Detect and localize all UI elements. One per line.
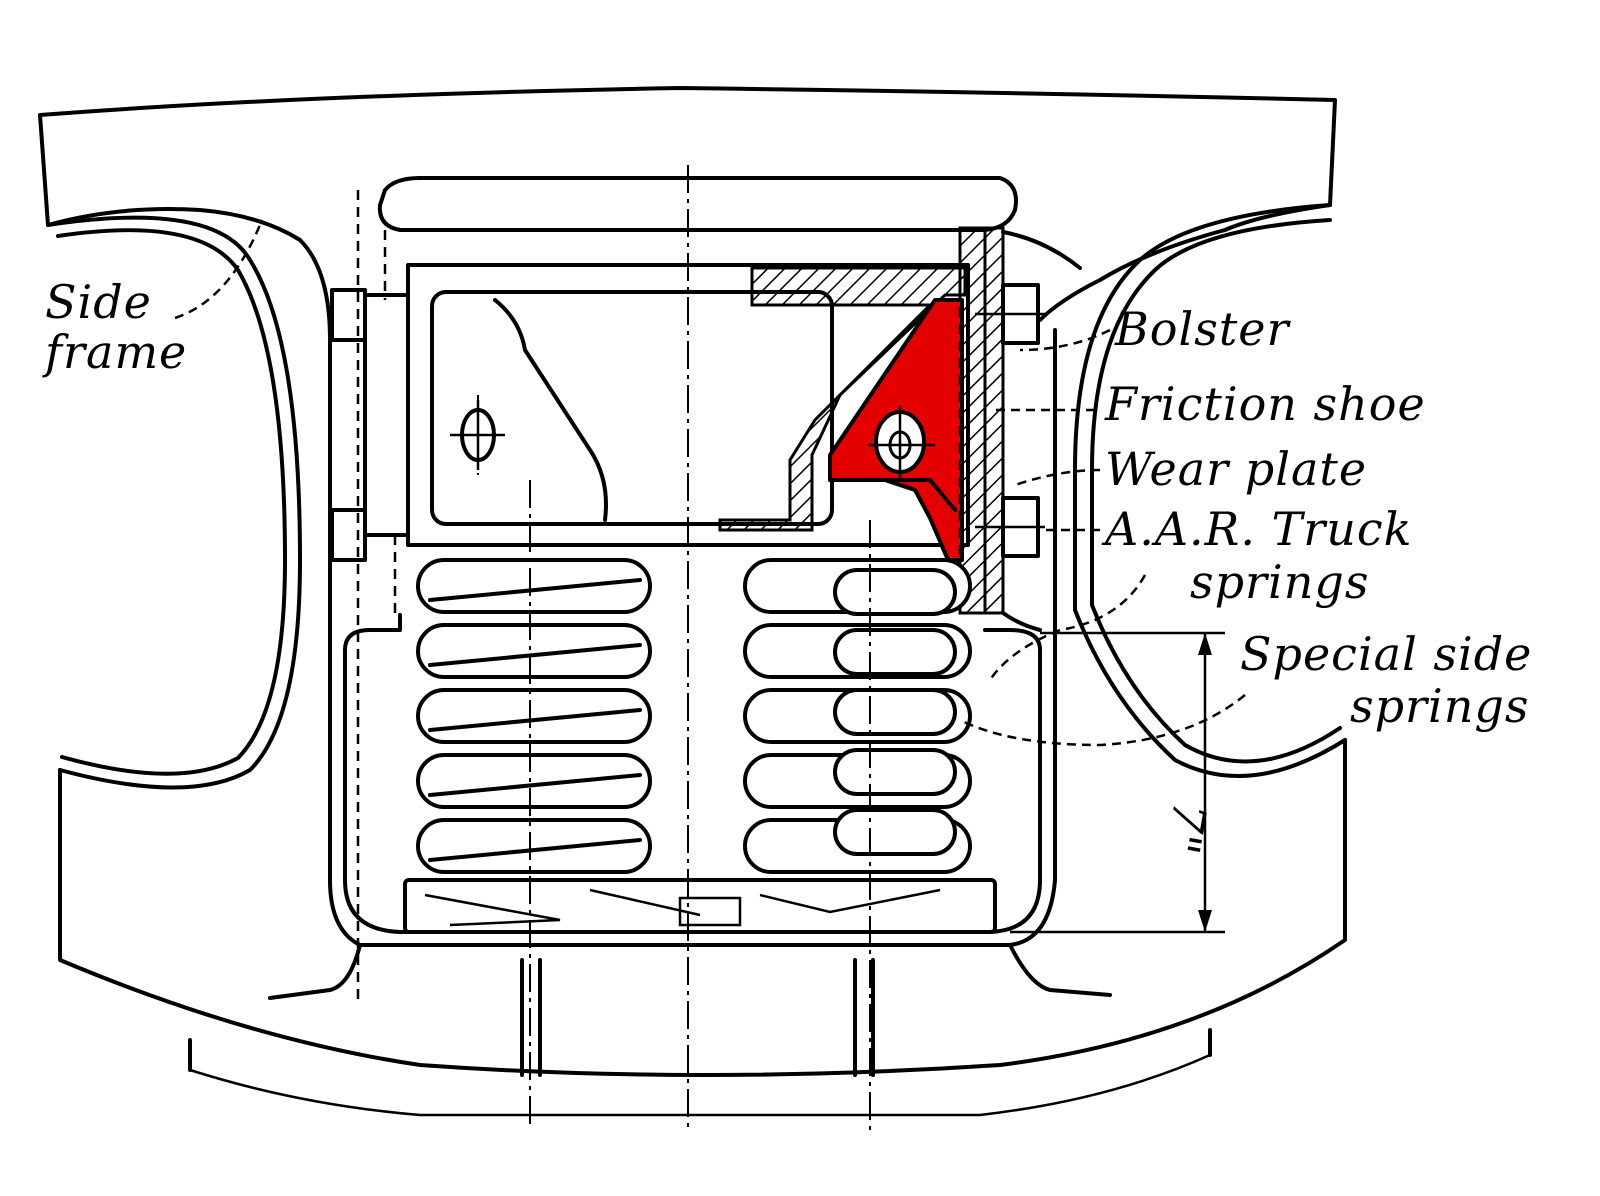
label-side-frame-line2: frame bbox=[42, 325, 187, 379]
dimension-7in: 7" bbox=[1010, 631, 1225, 934]
callout-labels: Side frame Bolster Friction shoe Wear pl… bbox=[42, 275, 1532, 733]
label-bolster: Bolster bbox=[1114, 302, 1292, 356]
aar-truck-springs bbox=[403, 558, 997, 934]
side-frame bbox=[38, 86, 1347, 1117]
label-friction-shoe: Friction shoe bbox=[1104, 377, 1426, 431]
label-aar-truck-springs-line1: A.A.R. Truck bbox=[1101, 502, 1413, 556]
label-wear-plate: Wear plate bbox=[1105, 442, 1367, 496]
wear-plate bbox=[958, 226, 1082, 632]
label-side-frame-line1: Side bbox=[45, 275, 152, 329]
label-aar-truck-springs-line2: springs bbox=[1190, 555, 1369, 609]
dimension-label: 7" bbox=[1155, 798, 1217, 859]
special-side-spring bbox=[833, 568, 957, 856]
label-special-side-springs-line2: springs bbox=[1350, 679, 1529, 733]
label-special-side-springs-line1: Special side bbox=[1240, 627, 1532, 681]
friction-shoe bbox=[828, 290, 964, 562]
leader-lines bbox=[174, 219, 1246, 747]
center-lines bbox=[477, 165, 871, 1130]
spring-left bbox=[416, 558, 652, 874]
